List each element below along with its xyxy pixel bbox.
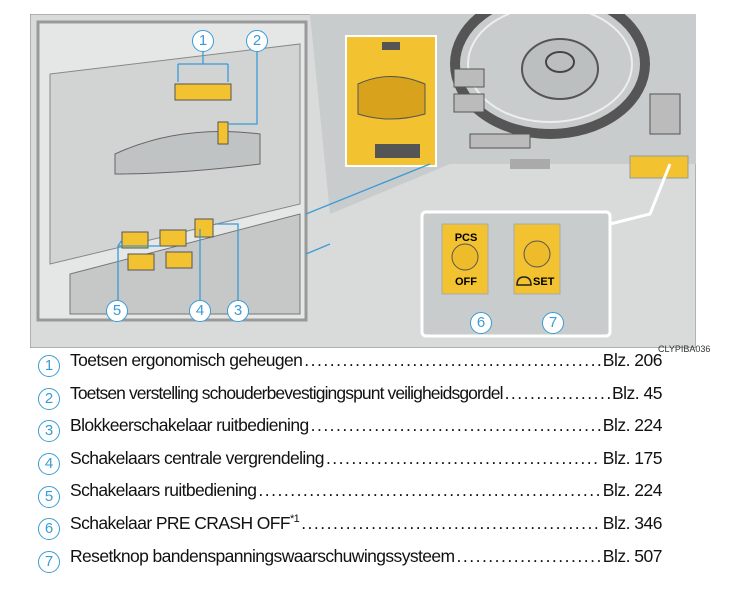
interior-illustration: PCS OFF SET 1 2 3 4 5 6 7 CLYPIBA036 [29, 0, 710, 354]
item-label: Blokkeerschakelaar ruitbediening [70, 415, 309, 436]
dot-leader [301, 513, 601, 534]
list-item: 4 Schakelaars centrale vergrendeling Blz. … [38, 447, 663, 481]
item-label: Schakelaar PRE CRASH OFF*1 [70, 512, 300, 534]
dot-leader [457, 546, 601, 567]
list-item: 7 Resetknop bandenspanningswaarschuwingss… [38, 545, 663, 579]
list-item: 1 Toetsen ergonomisch geheugen Blz. 206 [38, 350, 663, 383]
item-number: 4 [38, 453, 60, 476]
dot-leader [304, 350, 600, 371]
item-label: Toetsen verstelling schouderbevestigings… [70, 382, 503, 403]
off-label: OFF [455, 276, 477, 288]
callout-5: 5 [106, 300, 128, 322]
dot-leader [258, 480, 600, 501]
item-label-text: Schakelaar PRE CRASH OFF [70, 512, 291, 533]
item-number: 7 [38, 550, 60, 573]
page-ref: Blz. 175 [602, 447, 663, 468]
dot-leader [326, 448, 601, 469]
item-number: 5 [38, 485, 60, 508]
item-label: Schakelaars ruitbediening [70, 480, 257, 501]
item-label: Schakelaars centrale vergrendeling [70, 447, 325, 468]
set-label: SET [533, 276, 555, 288]
callout-2: 2 [246, 30, 268, 52]
page-ref: Blz. 507 [602, 545, 663, 566]
list-item: 2 Toetsen verstelling schouderbevestiging… [38, 382, 663, 416]
callout-7: 7 [542, 312, 564, 334]
page-ref: Blz. 346 [602, 512, 663, 533]
list-item: 5 Schakelaars ruitbediening Blz. 224 [38, 480, 663, 513]
page-ref: Blz. 224 [602, 480, 663, 501]
pcs-label: PCS [454, 232, 478, 244]
dot-leader [505, 383, 610, 404]
footnote-marker: *1 [289, 513, 300, 526]
car-interior-drawing [29, 0, 697, 349]
callout-6: 6 [470, 312, 492, 334]
callout-1: 1 [192, 30, 214, 52]
list-item: 3 Blokkeerschakelaar ruitbediening Blz. 22… [38, 415, 663, 448]
image-code: CLYPIBA036 [658, 344, 711, 354]
page-ref: Blz. 206 [602, 350, 663, 370]
dot-leader [311, 415, 601, 436]
page-ref: Blz. 45 [612, 382, 663, 403]
page-ref: Blz. 224 [602, 415, 663, 436]
callout-3: 3 [227, 300, 249, 322]
item-number: 1 [38, 355, 60, 378]
item-number: 3 [38, 420, 60, 443]
item-list: 1 Toetsen ergonomisch geheugen Blz. 206 2T… [38, 350, 663, 579]
item-number: 2 [38, 387, 60, 410]
list-item: 6 Schakelaar PRE CRASH OFF*1 Blz. 346 [38, 512, 663, 546]
item-label: Resetknop bandenspanningswaarschuwingssy… [70, 545, 455, 566]
item-label: Toetsen ergonomisch geheugen [70, 350, 303, 370]
item-number: 6 [38, 518, 60, 541]
callout-4: 4 [189, 300, 211, 322]
